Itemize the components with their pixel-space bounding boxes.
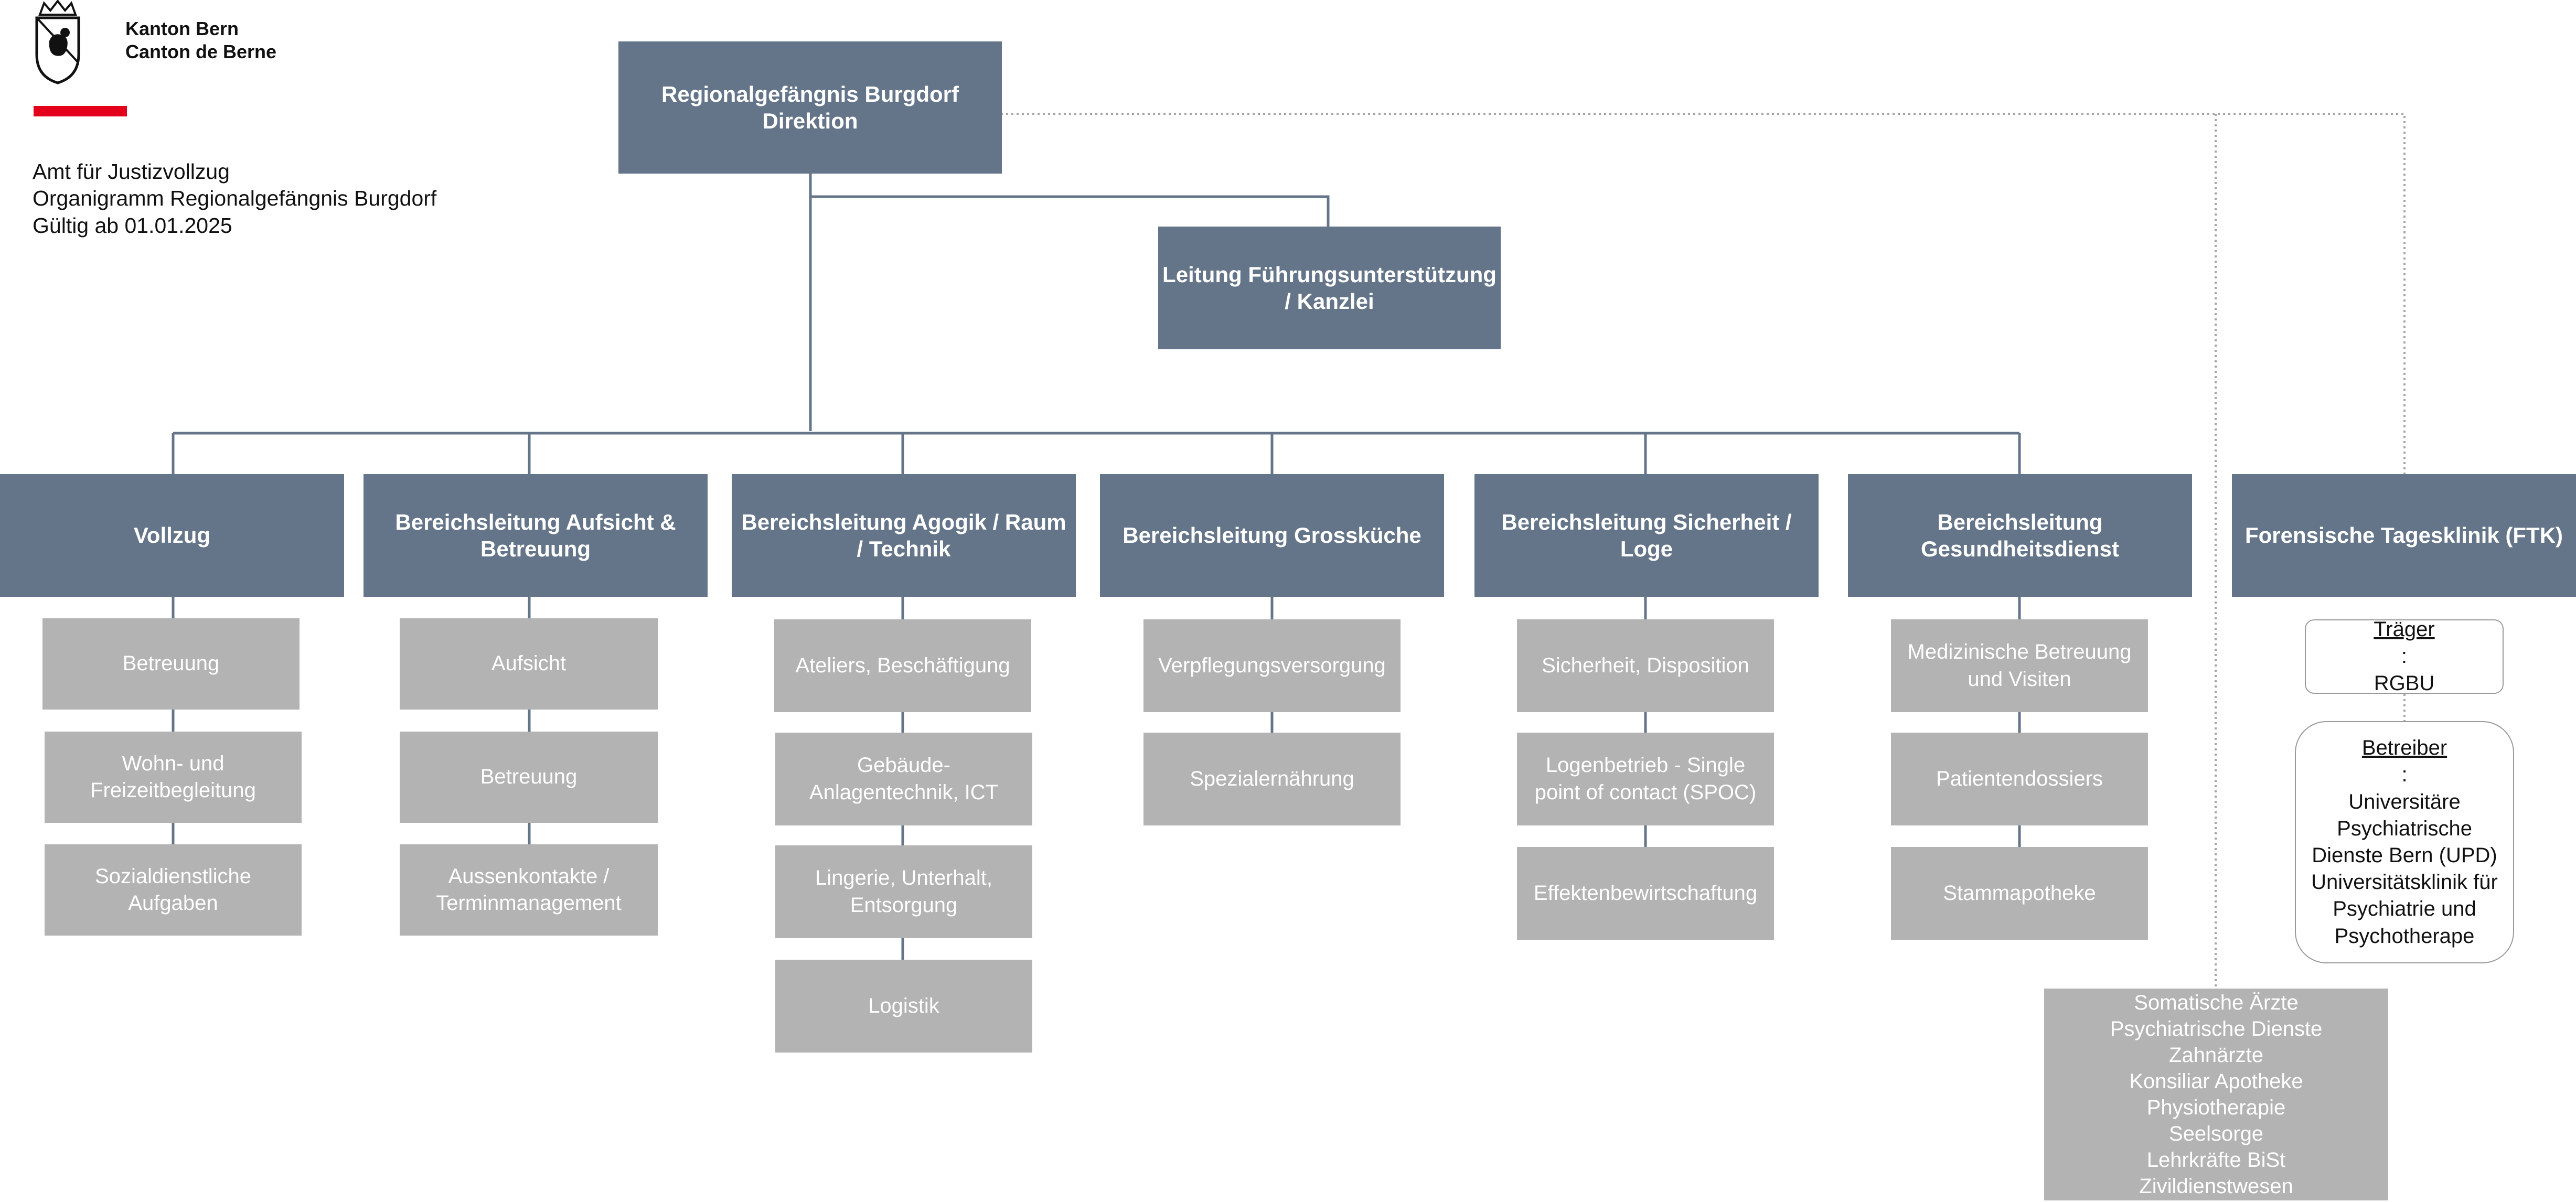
office-name: Amt für Justizvollzug: [33, 159, 230, 184]
department-sicherheit-loge: Bereichsleitung Sicherheit / Loge: [1474, 474, 1819, 597]
unit-label: Betreuung: [480, 765, 578, 789]
department-name: Bereichsleitung Aufsicht & Betreuung: [395, 509, 676, 561]
unit-logenbetrieb-spoc: Logenbetrieb - Single point of contact (…: [1517, 733, 1774, 825]
unit-label: Gebäude-Anlagentechnik, ICT: [809, 754, 999, 804]
external-service-item: Psychiatrische Dienste: [2110, 1017, 2323, 1040]
unit-label: Aufsicht: [491, 652, 566, 675]
ftk-traeger-value: RGBU: [2374, 671, 2435, 695]
unit-label: Betreuung: [122, 652, 220, 675]
unit-aufsicht-betreuung: Betreuung: [400, 732, 658, 823]
org-unit-fuehrungsunterstuetzung-line1: Leitung Führungsunterstützung: [1162, 262, 1497, 287]
department-name: Bereichsleitung Agogik / Raum / Technik: [741, 509, 1066, 561]
ftk-betreiber-line: Universitätsklinik für: [2311, 871, 2498, 894]
org-unit-direktion-title: Regionalgefängnis Burgdorf: [661, 81, 959, 106]
org-unit-direktion-subtitle: Direktion: [762, 109, 858, 133]
org-unit-fuehrungsunterstuetzung-line2: / Kanzlei: [1285, 289, 1374, 314]
department-name: Forensische Tagesklinik (FTK): [2244, 523, 2563, 548]
ftk-betreiber-label: Betreiber: [2361, 736, 2447, 760]
external-service-item: Zahnärzte: [2168, 1044, 2264, 1067]
bern-coat-of-arms-icon: [33, 0, 83, 88]
unit-vollzug-betreuung: Betreuung: [42, 618, 300, 710]
department-name: Bereichsleitung Gesundheitsdienst: [1920, 509, 2120, 561]
ftk-traeger-box: Träger: RGBU: [2305, 618, 2504, 695]
ftk-traeger-label: Träger: [2374, 618, 2435, 641]
unit-label: Lingerie, Unterhalt, Entsorgung: [815, 866, 992, 917]
unit-aufsicht: Aufsicht: [400, 618, 658, 710]
unit-label: Spezialernährung: [1190, 767, 1354, 790]
unit-label: Logistik: [868, 994, 939, 1017]
unit-sicherheit-disposition: Sicherheit, Disposition: [1517, 619, 1774, 712]
unit-effektenbewirtschaftung: Effektenbewirtschaftung: [1517, 847, 1774, 940]
unit-lingerie-unterhalt-entsorgung: Lingerie, Unterhalt, Entsorgung: [775, 845, 1032, 938]
unit-label: Stammapotheke: [1943, 881, 2096, 905]
unit-spezialernaehrung: Spezialernährung: [1143, 733, 1401, 825]
valid-from-date: Gültig ab 01.01.2025: [33, 213, 232, 238]
unit-label: Effektenbewirtschaftung: [1533, 881, 1758, 905]
external-service-item: Seelsorge: [2168, 1122, 2264, 1145]
unit-gebaeude-anlagentechnik-ict: Gebäude-Anlagentechnik, ICT: [775, 733, 1032, 825]
unit-aussenkontakte-terminmanagement: Aussenkontakte / Terminmanagement: [400, 844, 658, 936]
department-gesundheitsdienst: Bereichsleitung Gesundheitsdienst: [1848, 474, 2192, 597]
unit-label: Sozialdienstliche Aufgaben: [95, 864, 251, 915]
unit-label: Verpflegungsversorgung: [1158, 653, 1386, 677]
ftk-betreiber-line: Universitäre: [2348, 790, 2461, 813]
external-service-item: Somatische Ärzte: [2134, 991, 2299, 1014]
department-name: Bereichsleitung Sicherheit / Loge: [1501, 509, 1792, 561]
brand-name-de: Kanton Bern: [125, 18, 239, 39]
unit-patientendossiers: Patientendossiers: [1891, 733, 2148, 825]
external-service-item: Zivildienstwesen: [2139, 1175, 2293, 1198]
unit-label: Ateliers, Beschäftigung: [795, 653, 1010, 677]
unit-logistik: Logistik: [775, 960, 1032, 1053]
ftk-betreiber-line: Psychiatrische: [2337, 817, 2472, 840]
unit-label: Patientendossiers: [1936, 767, 2103, 790]
brand-accent-bar: [34, 106, 127, 116]
department-agogik-raum-technik: Bereichsleitung Agogik / Raum / Technik: [732, 474, 1076, 597]
external-service-item: Lehrkräfte BiSt: [2146, 1149, 2286, 1172]
org-unit-fuehrungsunterstuetzung: Leitung Führungsunterstützung / Kanzlei: [1158, 227, 1501, 349]
unit-label: Aussenkontakte / Terminmanagement: [436, 864, 622, 915]
external-services-box: Somatische Ärzte Psychiatrische Dienste …: [2044, 989, 2388, 1200]
department-grosskueche: Bereichsleitung Grossküche: [1100, 474, 1444, 597]
department-name: Vollzug: [133, 523, 211, 548]
unit-label: Wohn- und Freizeitbegleitung: [90, 752, 256, 802]
ftk-betreiber-line: Psychiatrie und: [2333, 897, 2476, 921]
unit-ateliers-beschaeftigung: Ateliers, Beschäftigung: [774, 619, 1031, 712]
external-service-item: Physiotherapie: [2146, 1096, 2286, 1119]
department-aufsicht-betreuung: Bereichsleitung Aufsicht & Betreuung: [364, 474, 708, 597]
unit-label: Sicherheit, Disposition: [1542, 653, 1749, 677]
department-forensische-tagesklinik: Forensische Tagesklinik (FTK): [2232, 474, 2576, 597]
unit-verpflegungsversorgung: Verpflegungsversorgung: [1143, 619, 1401, 712]
ftk-betreiber-line: Psychotherape: [2334, 924, 2475, 948]
department-vollzug: Vollzug: [0, 474, 344, 597]
ftk-betreiber-box: Betreiber: Universitäre Psychiatrische D…: [2295, 721, 2514, 963]
department-name: Bereichsleitung Grossküche: [1123, 523, 1421, 548]
brand-name-fr: Canton de Berne: [125, 41, 277, 62]
unit-medizinische-betreuung: Medizinische Betreuung und Visiten: [1891, 619, 2148, 712]
unit-sozialdienstliche-aufgaben: Sozialdienstliche Aufgaben: [45, 844, 302, 936]
org-unit-direktion: Regionalgefängnis Burgdorf Direktion: [618, 41, 1002, 174]
unit-label: Logenbetrieb - Single point of contact (…: [1534, 754, 1757, 804]
dotted-connector-ftk: [1001, 113, 2406, 474]
unit-wohn-freizeitbegleitung: Wohn- und Freizeitbegleitung: [45, 732, 302, 823]
unit-label: Medizinische Betreuung und Visiten: [1907, 640, 2132, 691]
connector-staff: [810, 195, 1330, 227]
document-title: Organigramm Regionalgefängnis Burgdorf: [33, 186, 437, 210]
external-service-item: Konsiliar Apotheke: [2129, 1070, 2303, 1093]
ftk-betreiber-line: Dienste Bern (UPD): [2312, 844, 2497, 867]
unit-stammapotheke: Stammapotheke: [1891, 847, 2148, 940]
